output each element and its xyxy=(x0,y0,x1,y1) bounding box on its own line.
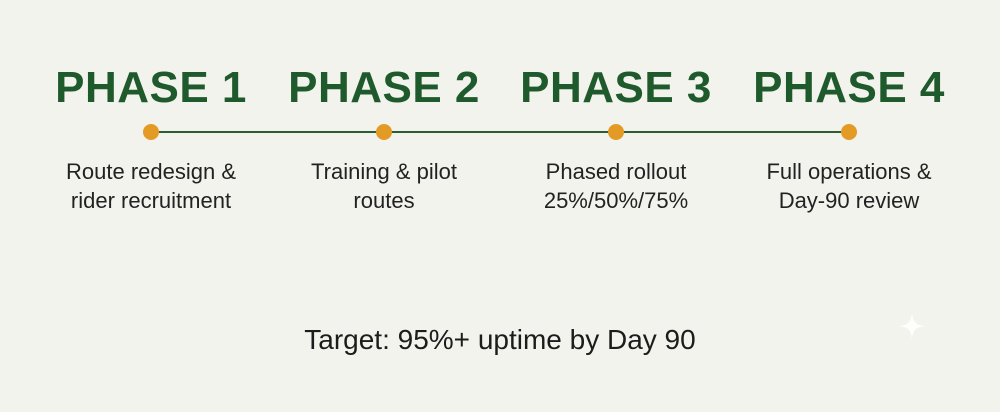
phase-4-description-line-1: Full operations & xyxy=(766,159,932,184)
phase-3-milestone-dot xyxy=(608,124,624,140)
phase-2-description-line-2: routes xyxy=(353,188,415,213)
phase-3-title: PHASE 3 xyxy=(520,63,712,112)
phase-1-milestone-dot xyxy=(143,124,159,140)
target-statement: Target: 95%+ uptime by Day 90 xyxy=(304,324,696,355)
phase-1-description-line-1: Route redesign & xyxy=(66,159,236,184)
phase-2-description-line-1: Training & pilot xyxy=(311,159,457,184)
phase-4-description: Full operations & Day-90 review xyxy=(729,157,969,215)
phase-4-description-line-2: Day-90 review xyxy=(778,188,920,213)
phase-3-description-line-1: Phased rollout xyxy=(545,159,687,184)
sparkle-icon xyxy=(899,313,925,339)
phase-3-description-line-2: 25%/50%/75% xyxy=(543,188,689,213)
timeline-line xyxy=(151,131,849,133)
phase-1-title: PHASE 1 xyxy=(55,63,247,112)
phase-4-title: PHASE 4 xyxy=(753,63,945,112)
phase-2-description: Training & pilot routes xyxy=(264,157,504,215)
phase-1-description: Route redesign & rider recruitment xyxy=(31,157,271,215)
phase-1-description-line-2: rider recruitment xyxy=(70,188,232,213)
phase-2-milestone-dot xyxy=(376,124,392,140)
phase-3-description: Phased rollout 25%/50%/75% xyxy=(496,157,736,215)
phase-4-milestone-dot xyxy=(841,124,857,140)
phase-2-title: PHASE 2 xyxy=(288,63,480,112)
